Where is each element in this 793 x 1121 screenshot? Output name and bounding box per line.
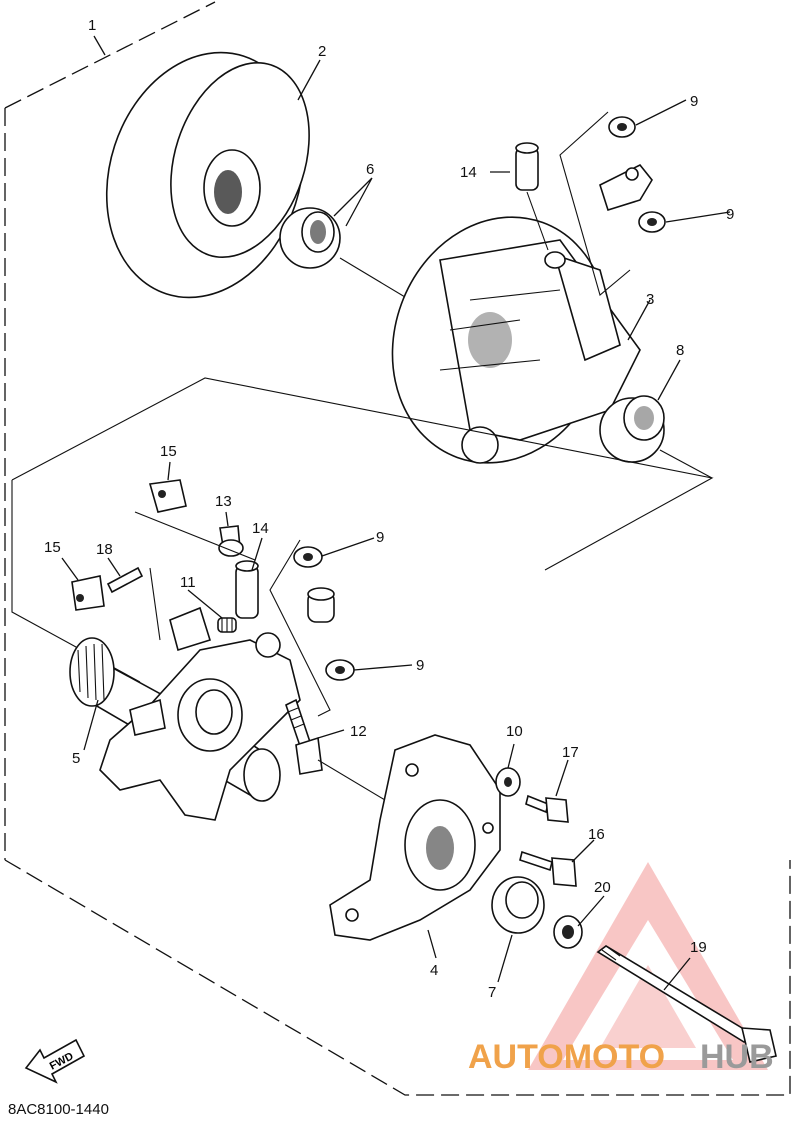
guide-bracket <box>559 111 631 296</box>
part-pin-upper <box>515 142 539 191</box>
callout-9-lower-a: 9 <box>376 529 384 546</box>
callout-5: 5 <box>72 750 80 767</box>
guide-line <box>526 191 549 251</box>
callout-8: 8 <box>676 342 684 359</box>
part-shoe-15-top <box>148 479 187 513</box>
callout-12: 12 <box>350 723 367 740</box>
callout-1: 1 <box>88 17 96 34</box>
callout-20: 20 <box>594 879 611 896</box>
part-washer-9-top <box>608 116 636 138</box>
guide-bracket <box>134 511 331 717</box>
callout-3: 3 <box>646 291 654 308</box>
part-pin-lower <box>235 560 259 619</box>
callout-9-top: 9 <box>690 93 698 110</box>
part-movable-sheave <box>391 216 641 464</box>
part-long-bolt-19 <box>596 945 777 1063</box>
guide-line <box>317 759 386 801</box>
part-nut-20 <box>553 915 583 949</box>
part-bolt-16 <box>519 850 577 887</box>
guide-line <box>339 257 411 301</box>
part-cover-4 <box>329 734 501 941</box>
watermark-triangle-core <box>600 965 696 1048</box>
callout-14-lower: 14 <box>252 520 269 537</box>
watermark-brand-hub: HUB <box>700 1038 774 1076</box>
part-grease-fitting-13 <box>218 525 244 557</box>
callout-18: 18 <box>96 541 113 558</box>
part-collar-7 <box>491 876 545 934</box>
watermark-brand-auto: AUTOMOTO <box>468 1038 665 1076</box>
callout-11: 11 <box>180 574 196 591</box>
part-bolt-17 <box>525 794 569 823</box>
callout-9-lower-b: 9 <box>416 657 424 674</box>
leader-lines <box>61 35 731 991</box>
callout-16: 16 <box>588 826 605 843</box>
fwd-arrow-icon: FWD <box>24 1038 86 1084</box>
callout-4: 4 <box>430 962 438 979</box>
part-weight-upper <box>599 163 653 212</box>
part-roller <box>307 587 335 623</box>
part-washer-9-lower-a <box>293 546 323 568</box>
part-bushing <box>279 207 341 269</box>
part-pin-11 <box>217 617 237 633</box>
callout-17: 17 <box>562 744 579 761</box>
assembly-boundary <box>4 1 791 1096</box>
callout-14-upper: 14 <box>460 164 477 181</box>
callout-15-top: 15 <box>160 443 177 460</box>
callout-6: 6 <box>366 161 374 178</box>
part-bolt-12 <box>285 698 323 775</box>
callout-19: 19 <box>690 939 707 956</box>
part-spider-shaft <box>69 606 301 821</box>
callout-2: 2 <box>318 43 326 60</box>
part-washer-9-mid <box>638 211 666 233</box>
part-washer-9-lower-b <box>325 659 355 681</box>
guide-line <box>659 449 713 479</box>
part-code: 8AC8100-1440 <box>8 1101 109 1118</box>
part-slider-8 <box>599 395 665 463</box>
part-roll-pin-18 <box>106 566 144 594</box>
callout-13: 13 <box>215 493 232 510</box>
part-sheave-disk <box>105 51 310 299</box>
callout-7: 7 <box>488 984 496 1001</box>
part-washer-10 <box>495 767 521 797</box>
callout-9-mid: 9 <box>726 206 734 223</box>
part-shoe-15-left <box>71 575 105 611</box>
callout-15-left: 15 <box>44 539 61 556</box>
callout-10: 10 <box>506 723 523 740</box>
watermark-triangle-inner <box>563 920 733 1060</box>
